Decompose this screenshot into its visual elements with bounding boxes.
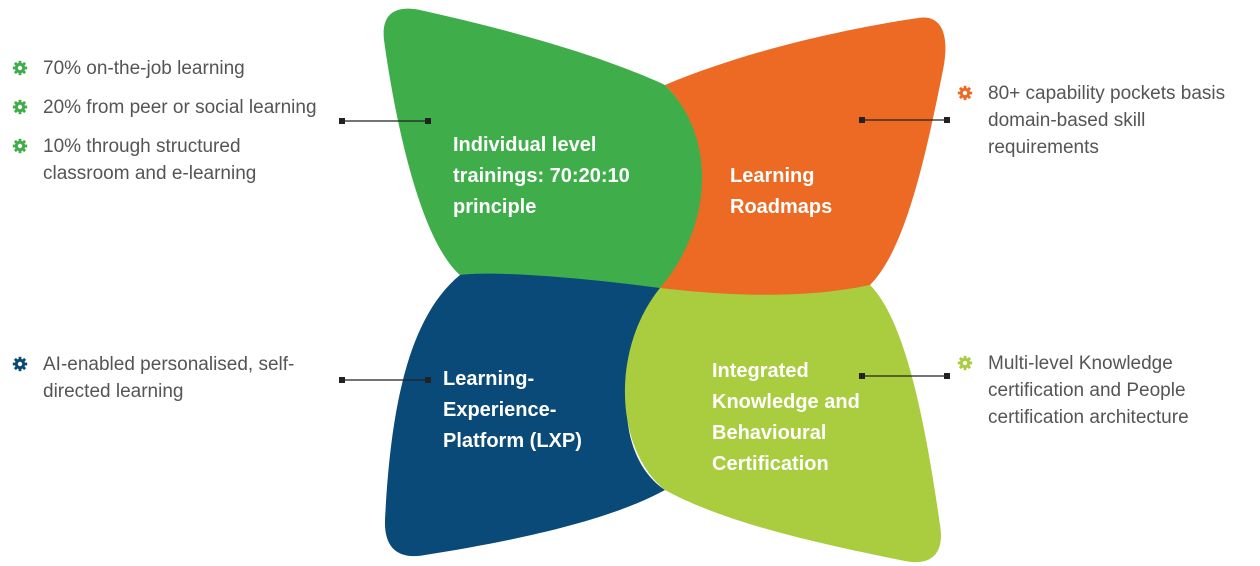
connector-individual <box>339 118 431 124</box>
list-item: Multi-level Knowledge certification and … <box>957 350 1257 431</box>
list-item-text: 80+ capability pockets basis domain-base… <box>988 83 1226 158</box>
list-item-text: 10% through structured classroom and e-l… <box>43 136 257 184</box>
callout-list-lxp: AI-enabled personalised, self-directed l… <box>12 351 322 417</box>
connector-certification <box>859 373 950 379</box>
petal-label-individual: Individual level trainings: 70:20:10 pri… <box>453 134 630 218</box>
callout-list-individual: 70% on-the-job learning 20% from peer or… <box>12 55 322 199</box>
connector-roadmaps <box>859 117 950 123</box>
petal-label-certification: Integrated Knowledge and Behavioural Cer… <box>712 360 860 475</box>
gear-bullet-icon <box>12 138 28 154</box>
petal-certification <box>624 273 941 563</box>
list-item: 10% through structured classroom and e-l… <box>12 133 322 187</box>
connector-lxp <box>339 377 431 383</box>
callout-list-certification: Multi-level Knowledge certification and … <box>957 350 1257 443</box>
list-item: 80+ capability pockets basis domain-base… <box>957 80 1257 161</box>
petal-lxp <box>384 251 665 557</box>
petal-label-roadmaps: Learning Roadmaps <box>730 165 833 218</box>
petal-roadmaps <box>660 17 946 295</box>
gear-bullet-icon <box>957 355 973 371</box>
petal-label-lxp: Learning-Experience-Platform (LXP) <box>443 368 582 452</box>
list-item: 70% on-the-job learning <box>12 55 322 82</box>
list-item-text: 20% from peer or social learning <box>43 97 317 118</box>
list-item: 20% from peer or social learning <box>12 94 322 121</box>
list-item-text: 70% on-the-job learning <box>43 58 245 79</box>
gear-bullet-icon <box>12 99 28 115</box>
gear-bullet-icon <box>12 356 28 372</box>
list-item-text: Multi-level Knowledge certification and … <box>988 353 1189 428</box>
list-item: AI-enabled personalised, self-directed l… <box>12 351 322 405</box>
petal-individual <box>383 8 703 288</box>
gear-bullet-icon <box>12 60 28 76</box>
callout-list-roadmaps: 80+ capability pockets basis domain-base… <box>957 80 1257 173</box>
gear-bullet-icon <box>957 85 973 101</box>
list-item-text: AI-enabled personalised, self-directed l… <box>43 354 295 402</box>
